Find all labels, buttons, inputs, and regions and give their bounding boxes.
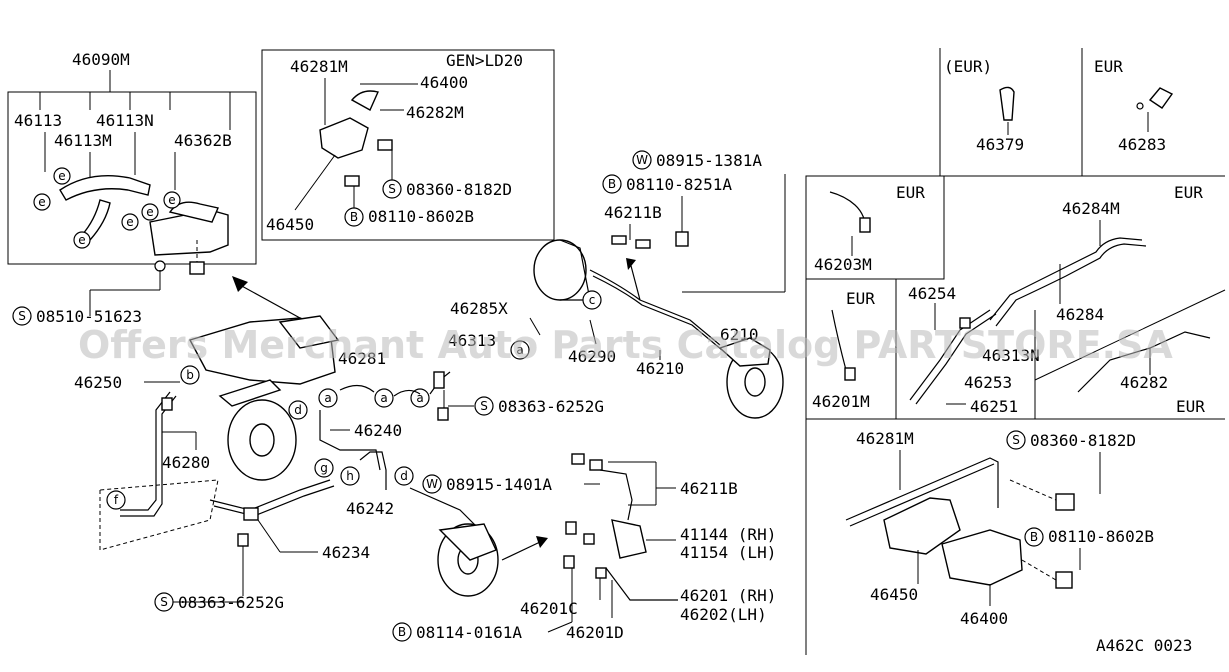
svg-text:e: e — [168, 193, 175, 207]
svg-text:S: S — [480, 399, 488, 413]
svg-text:d: d — [400, 469, 408, 483]
part-46281M-ld20[interactable]: 46281M — [290, 57, 348, 76]
tag-eur-46201M: EUR — [846, 289, 875, 308]
bolt-08114-0161A[interactable]: 08114-0161A — [416, 623, 522, 642]
svg-text:S: S — [18, 309, 26, 323]
part-46250[interactable]: 46250 — [74, 373, 122, 392]
part-46090M[interactable]: 46090M — [72, 50, 130, 69]
svg-text:B: B — [1030, 530, 1038, 544]
part-46234[interactable]: 46234 — [322, 543, 370, 562]
part-46211B-top[interactable]: 46211B — [604, 203, 662, 222]
tag-eur-46284: EUR — [1174, 183, 1203, 202]
svg-text:S: S — [1012, 433, 1020, 447]
eur-variant-grid: (EUR) 46379 EUR 46283 EUR 46203M EUR 462… — [805, 48, 1226, 655]
bolt-08110-8602B-valve[interactable]: 08110-8602B — [1048, 527, 1154, 546]
part-46282M-ld20[interactable]: 46282M — [406, 103, 464, 122]
svg-text:a: a — [380, 391, 387, 405]
main-assembly: W 08915-1381A B 08110-8251A 46211B 46285… — [74, 150, 786, 642]
svg-text:a: a — [324, 391, 331, 405]
part-46251[interactable]: 46251 — [970, 397, 1018, 416]
svg-text:e: e — [58, 169, 65, 183]
part-46284[interactable]: 46284 — [1056, 305, 1104, 324]
part-46113M[interactable]: 46113M — [54, 131, 112, 150]
part-46240[interactable]: 46240 — [354, 421, 402, 440]
part-46201M[interactable]: 46201M — [812, 392, 870, 411]
tag-gen-ld20: GEN>LD20 — [446, 51, 523, 70]
part-46253[interactable]: 46253 — [964, 373, 1012, 392]
screw-08510-51623[interactable]: 08510-51623 — [36, 307, 142, 326]
part-41154-lh[interactable]: 41154 (LH) — [680, 543, 776, 562]
svg-text:g: g — [320, 461, 328, 475]
part-46400-valve[interactable]: 46400 — [960, 609, 1008, 628]
tag-eur-46203M: EUR — [896, 183, 925, 202]
svg-text:a: a — [516, 343, 523, 357]
part-46113N[interactable]: 46113N — [96, 111, 154, 130]
screw-08363-6252G-mid[interactable]: 08363-6252G — [498, 397, 604, 416]
tag-eur-46283: EUR — [1094, 57, 1123, 76]
part-46285X[interactable]: 46285X — [450, 299, 508, 318]
part-46282-eur[interactable]: 46282 — [1120, 373, 1168, 392]
callout-e-group: e e e e e e — [33, 167, 181, 249]
part-46201-rh[interactable]: 46201 (RH) — [680, 586, 776, 605]
svg-text:S: S — [160, 595, 168, 609]
part-46113[interactable]: 46113 — [14, 111, 62, 130]
part-46201D[interactable]: 46201D — [566, 623, 624, 642]
svg-text:f: f — [114, 493, 119, 507]
svg-text:a: a — [416, 391, 423, 405]
svg-text:e: e — [38, 195, 45, 209]
figure-code: A462C 0023 — [1096, 636, 1192, 655]
screw-08360-8182D-ld20[interactable]: 08360-8182D — [406, 180, 512, 199]
part-46283[interactable]: 46283 — [1118, 135, 1166, 154]
part-46201C[interactable]: 46201C — [520, 599, 578, 618]
ld20-valve-panel: GEN>LD20 46281M 46400 46282M 46450 S 083… — [261, 49, 555, 241]
svg-text:e: e — [126, 215, 133, 229]
part-46362B[interactable]: 46362B — [174, 131, 232, 150]
svg-text:h: h — [346, 469, 354, 483]
bolt-08110-8251A[interactable]: 08110-8251A — [626, 175, 732, 194]
bolt-08110-8602B-ld20[interactable]: 08110-8602B — [368, 207, 474, 226]
part-46313N[interactable]: 46313N — [982, 346, 1040, 365]
tag-eur-46282: EUR — [1176, 397, 1205, 416]
washer-08915-1401A[interactable]: 08915-1401A — [446, 475, 552, 494]
svg-text:d: d — [294, 403, 302, 417]
svg-text:e: e — [78, 233, 85, 247]
part-46400-ld20[interactable]: 46400 — [420, 73, 468, 92]
svg-text:B: B — [608, 177, 616, 191]
proportioning-valve-panel: 46281M 46450 46400 S 08360-8182D B 08110… — [845, 429, 1192, 655]
svg-text:B: B — [350, 210, 358, 224]
svg-text:B: B — [398, 625, 406, 639]
part-46210[interactable]: 46210 — [636, 359, 684, 378]
part-41144-rh[interactable]: 41144 (RH) — [680, 525, 776, 544]
part-46281M-valve[interactable]: 46281M — [856, 429, 914, 448]
part-46450-valve[interactable]: 46450 — [870, 585, 918, 604]
part-46379[interactable]: 46379 — [976, 135, 1024, 154]
svg-text:W: W — [426, 477, 438, 491]
part-46450-ld20[interactable]: 46450 — [266, 215, 314, 234]
screw-08360-8182D-valve[interactable]: 08360-8182D — [1030, 431, 1136, 450]
part-46280[interactable]: 46280 — [162, 453, 210, 472]
part-46211B-bot[interactable]: 46211B — [680, 479, 738, 498]
svg-text:e: e — [146, 205, 153, 219]
tag-eur-paren: (EUR) — [944, 57, 992, 76]
watermark-text: Offers Merchant Auto Parts Catalog PARTS… — [78, 323, 1173, 367]
part-46284M[interactable]: 46284M — [1062, 199, 1120, 218]
svg-text:b: b — [186, 368, 194, 382]
booster-reservoir-panel: 46090M 46113 46113N 46113M 46362B e e e … — [7, 50, 257, 326]
part-46203M[interactable]: 46203M — [814, 255, 872, 274]
part-46313[interactable]: 46313 — [448, 331, 496, 350]
svg-text:c: c — [589, 293, 596, 307]
part-46290[interactable]: 46290 — [568, 347, 616, 366]
svg-text:S: S — [388, 182, 396, 196]
part-46202-lh[interactable]: 46202(LH) — [680, 605, 767, 624]
part-46254[interactable]: 46254 — [908, 284, 956, 303]
part-46281[interactable]: 46281 — [338, 349, 386, 368]
part-46242[interactable]: 46242 — [346, 499, 394, 518]
label-46210-fragment: 6210 — [720, 325, 759, 344]
screw-08363-6252G-low[interactable]: 08363-6252G — [178, 593, 284, 612]
svg-text:W: W — [636, 153, 648, 167]
washer-08915-1381A[interactable]: 08915-1381A — [656, 151, 762, 170]
